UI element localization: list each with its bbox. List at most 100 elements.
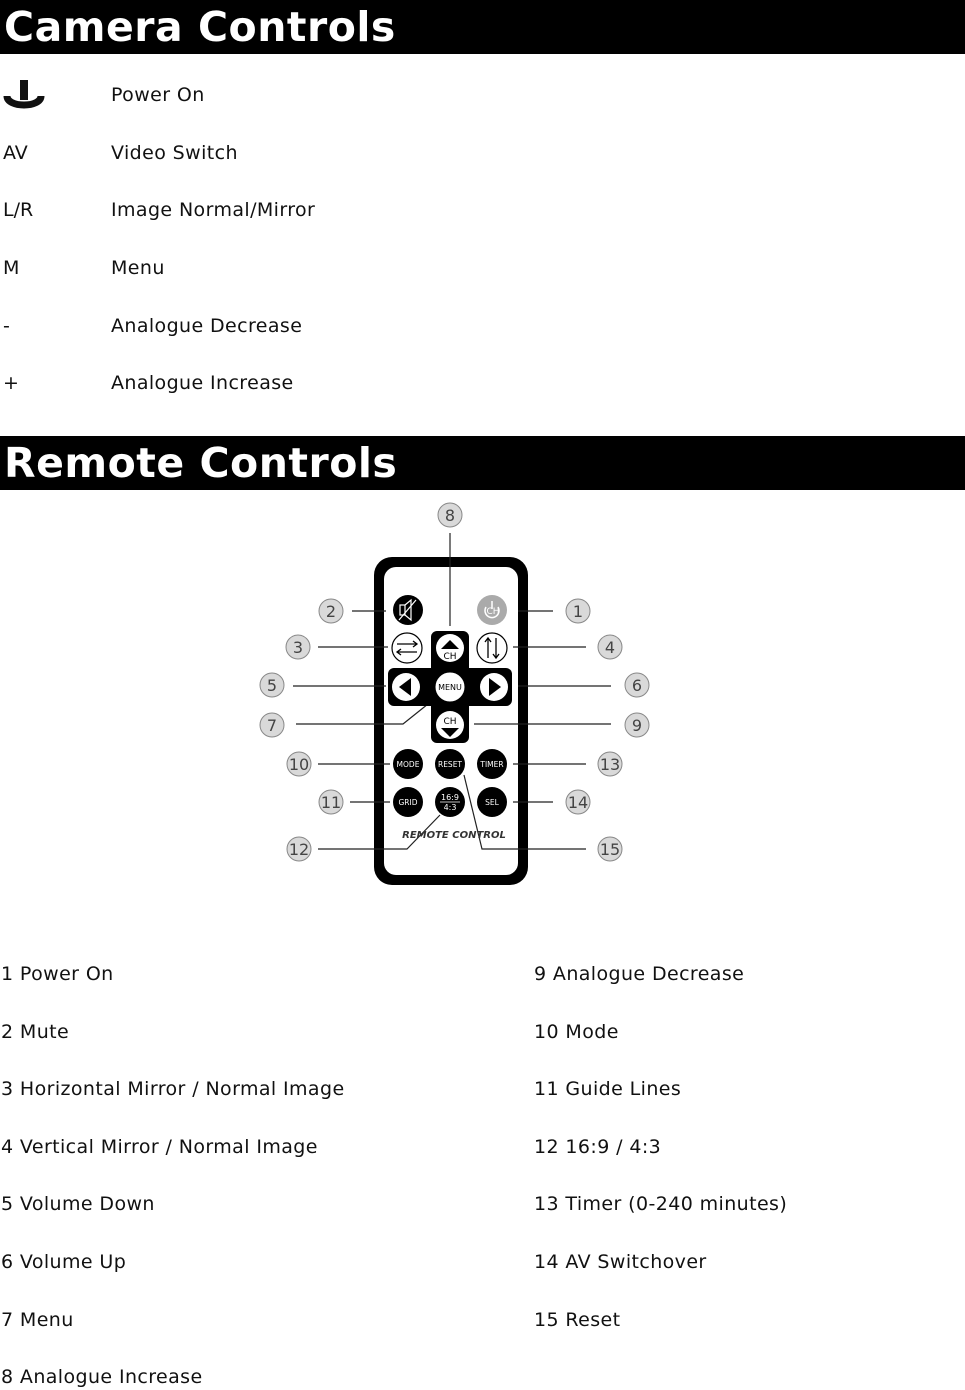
grid-label: GRID (398, 798, 417, 807)
callout-14: 14 (565, 789, 591, 815)
reset-label: RESET (438, 760, 462, 769)
camera-row-decrease: - Analogue Decrease (0, 311, 600, 341)
sel-button[interactable]: SEL (477, 787, 507, 817)
camera-key: + (3, 372, 19, 394)
power-icon (484, 606, 500, 619)
camera-controls-title: Camera Controls (4, 3, 396, 51)
legend-item: 15 Reset (534, 1309, 621, 1331)
legend-item: 9 Analogue Decrease (534, 963, 745, 985)
callout-11: 11 (318, 789, 344, 815)
ch-down-label: CH (443, 717, 456, 727)
mode-label: MODE (397, 760, 420, 769)
legend-item: 11 Guide Lines (534, 1078, 682, 1100)
reset-button[interactable]: RESET (435, 749, 465, 779)
menu-button[interactable]: MENU (434, 671, 466, 703)
power-icon (3, 80, 45, 125)
arrow-right-icon (489, 678, 501, 696)
ch-down-button[interactable]: CH (436, 711, 464, 739)
camera-desc: Analogue Decrease (111, 315, 303, 337)
camera-key: - (3, 315, 10, 337)
remote-controls-banner: Remote Controls (0, 436, 965, 490)
sel-label: SEL (485, 798, 499, 807)
menu-label: MENU (438, 683, 462, 692)
grid-button[interactable]: GRID (393, 787, 423, 817)
legend-item: 13 Timer (0-240 minutes) (534, 1193, 788, 1215)
svg-text:13: 13 (600, 755, 620, 774)
callout-4: 4 (597, 634, 623, 660)
volume-down-button[interactable] (392, 673, 420, 701)
callout-2: 2 (318, 598, 344, 624)
svg-text:7: 7 (267, 716, 277, 735)
svg-text:15: 15 (600, 840, 620, 859)
callout-15: 15 (597, 836, 623, 862)
vertical-mirror-button[interactable] (476, 632, 508, 664)
callout-markers: 8 2 1 3 4 5 6 7 9 10 13 11 14 12 15 (259, 502, 650, 862)
legend-item: 14 AV Switchover (534, 1251, 707, 1273)
horizontal-mirror-button[interactable] (391, 632, 423, 664)
camera-row-power: Power On (0, 80, 600, 110)
callout-6: 6 (624, 672, 650, 698)
callout-5: 5 (259, 672, 285, 698)
legend-item: 8 Analogue Increase (1, 1366, 203, 1388)
camera-desc: Power On (111, 84, 205, 106)
legend-item: 2 Mute (1, 1021, 70, 1043)
svg-text:11: 11 (321, 793, 341, 812)
legend-item: 7 Menu (1, 1309, 74, 1331)
power-label: CH (486, 607, 499, 617)
camera-desc: Analogue Increase (111, 372, 294, 394)
callout-7: 7 (259, 712, 285, 738)
camera-controls-banner: Camera Controls (0, 0, 965, 54)
callout-9: 9 (624, 712, 650, 738)
legend-item: 5 Volume Down (1, 1193, 155, 1215)
camera-key: M (3, 257, 20, 279)
callout-13: 13 (597, 751, 623, 777)
legend-item: 10 Mode (534, 1021, 619, 1043)
legend-item: 6 Volume Up (1, 1251, 127, 1273)
svg-text:12: 12 (289, 840, 309, 859)
volume-up-button[interactable] (480, 673, 508, 701)
callout-12: 12 (286, 836, 312, 862)
svg-text:5: 5 (267, 676, 277, 695)
callout-3: 3 (285, 634, 311, 660)
ratio-label-top: 16:9 (441, 793, 459, 802)
svg-text:8: 8 (445, 506, 455, 525)
camera-row-av: AV Video Switch (0, 138, 600, 168)
camera-desc: Image Normal/Mirror (111, 199, 316, 221)
legend-item: 4 Vertical Mirror / Normal Image (1, 1136, 318, 1158)
ratio-button[interactable]: 16:9 4:3 (435, 787, 465, 817)
camera-row-lr: L/R Image Normal/Mirror (0, 195, 600, 225)
mute-icon (398, 598, 417, 622)
svg-text:3: 3 (293, 638, 303, 657)
arrow-left-icon (399, 678, 411, 696)
svg-text:9: 9 (632, 716, 642, 735)
svg-text:10: 10 (289, 755, 309, 774)
timer-label: TIMER (479, 760, 503, 769)
legend-item: 1 Power On (1, 963, 114, 985)
svg-text:4: 4 (605, 638, 615, 657)
svg-text:1: 1 (573, 602, 583, 621)
power-button[interactable]: CH (477, 595, 507, 625)
ratio-label-bottom: 4:3 (444, 803, 457, 812)
svg-text:2: 2 (326, 602, 336, 621)
mode-button[interactable]: MODE (393, 749, 423, 779)
callout-8: 8 (437, 502, 463, 528)
callout-1: 1 (565, 598, 591, 624)
svg-text:14: 14 (568, 793, 588, 812)
legend-item: 12 16:9 / 4:3 (534, 1136, 662, 1158)
svg-text:6: 6 (632, 676, 642, 695)
horizontal-arrows-icon (395, 640, 419, 656)
legend-item: 3 Horizontal Mirror / Normal Image (1, 1078, 345, 1100)
camera-desc: Video Switch (111, 142, 238, 164)
ch-up-button[interactable]: CH (436, 634, 464, 662)
camera-key: AV (3, 142, 28, 164)
camera-row-increase: + Analogue Increase (0, 368, 600, 398)
vertical-arrows-icon (484, 636, 500, 660)
timer-button[interactable]: TIMER (477, 749, 507, 779)
mute-button[interactable] (393, 595, 423, 625)
remote-controls-title: Remote Controls (4, 439, 398, 487)
remote-diagram: CH CH MENU CH (259, 502, 650, 885)
remote-control-label: REMOTE CONTROL (402, 830, 506, 841)
camera-row-menu: M Menu (0, 253, 600, 283)
callout-10: 10 (286, 751, 312, 777)
camera-key: L/R (3, 199, 34, 221)
